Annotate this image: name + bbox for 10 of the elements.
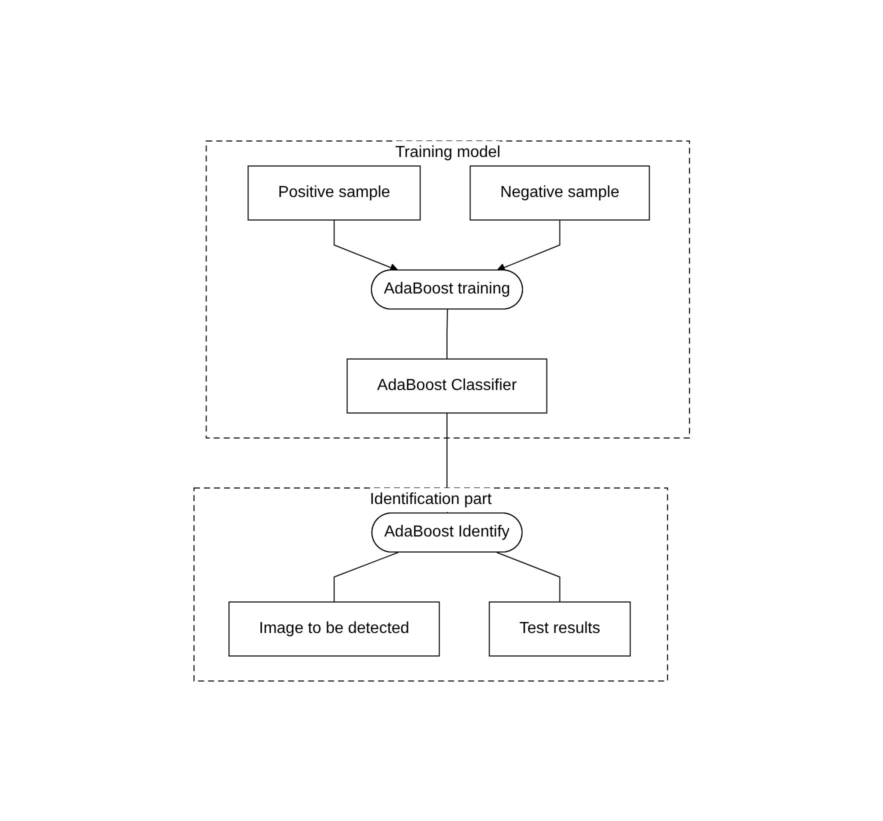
- arrow: [333, 219, 398, 272]
- connector: [496, 552, 560, 602]
- node-box: Positive sample: [247, 165, 420, 220]
- node-box: Test results: [488, 600, 630, 656]
- connector: [333, 552, 398, 602]
- arrow: [496, 219, 560, 272]
- node-box: AdaBoost Classifier: [346, 358, 548, 413]
- node-box: Negative sample: [469, 165, 650, 220]
- node-box: Image to be detected: [228, 600, 440, 656]
- connector: [446, 308, 448, 359]
